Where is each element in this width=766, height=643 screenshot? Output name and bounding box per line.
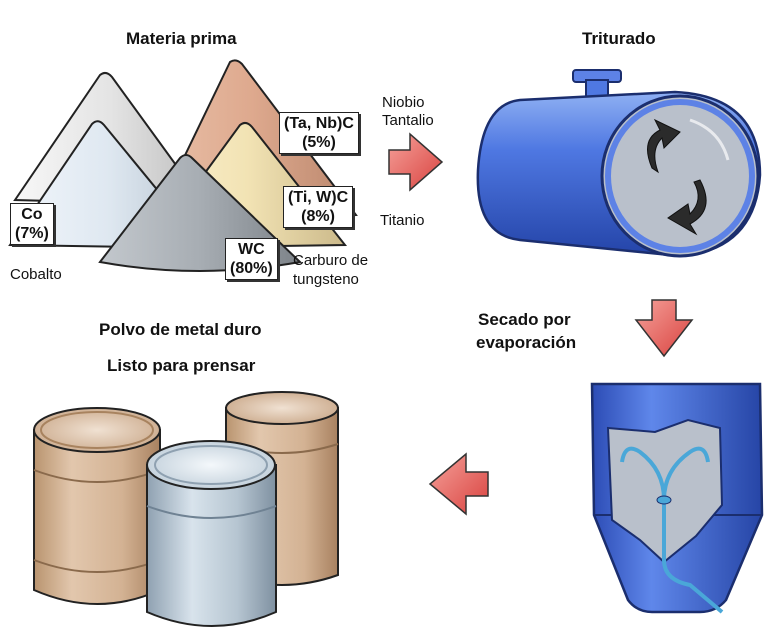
name-tantalio: Tantalio: [382, 112, 434, 129]
title-powder-line1: Polvo de metal duro: [99, 320, 262, 339]
name-cobalto: Cobalto: [10, 266, 62, 283]
tanb-percent: (5%): [302, 134, 336, 151]
tiw-percent: (8%): [301, 208, 335, 225]
dryer: [590, 382, 764, 614]
name-titanio: Titanio: [380, 212, 425, 229]
label-box-wc: WC (80%): [225, 238, 278, 280]
wc-percent: (80%): [230, 260, 273, 277]
arrow-down-icon: [634, 299, 694, 358]
title-drying-line2: evaporación: [476, 333, 577, 352]
label-box-tanb: (Ta, Nb)C (5%): [279, 112, 359, 154]
mill: [476, 69, 762, 258]
co-formula: Co: [21, 206, 43, 223]
raw-material-piles: [8, 59, 358, 272]
powder-drums: [33, 391, 339, 627]
arrow-right-icon: [388, 132, 444, 192]
title-milling: Triturado: [582, 29, 656, 48]
tiw-formula: (Ti, W)C: [288, 189, 349, 206]
name-carburo: Carburo de: [293, 252, 369, 269]
name-niobio: Niobio: [382, 94, 425, 111]
label-box-tiw: (Ti, W)C (8%): [283, 186, 354, 228]
title-raw-material: Materia prima: [126, 29, 237, 48]
tanb-formula: (Ta, Nb)C: [284, 115, 354, 132]
wc-formula: WC: [238, 241, 265, 258]
label-box-co: Co (7%): [10, 203, 54, 245]
arrow-left-icon: [428, 452, 489, 516]
title-drying-line1: Secado por: [478, 310, 571, 329]
title-powder-line2: Listo para prensar: [107, 356, 256, 375]
co-percent: (7%): [15, 225, 49, 242]
name-tungsteno: tungsteno: [293, 271, 359, 288]
